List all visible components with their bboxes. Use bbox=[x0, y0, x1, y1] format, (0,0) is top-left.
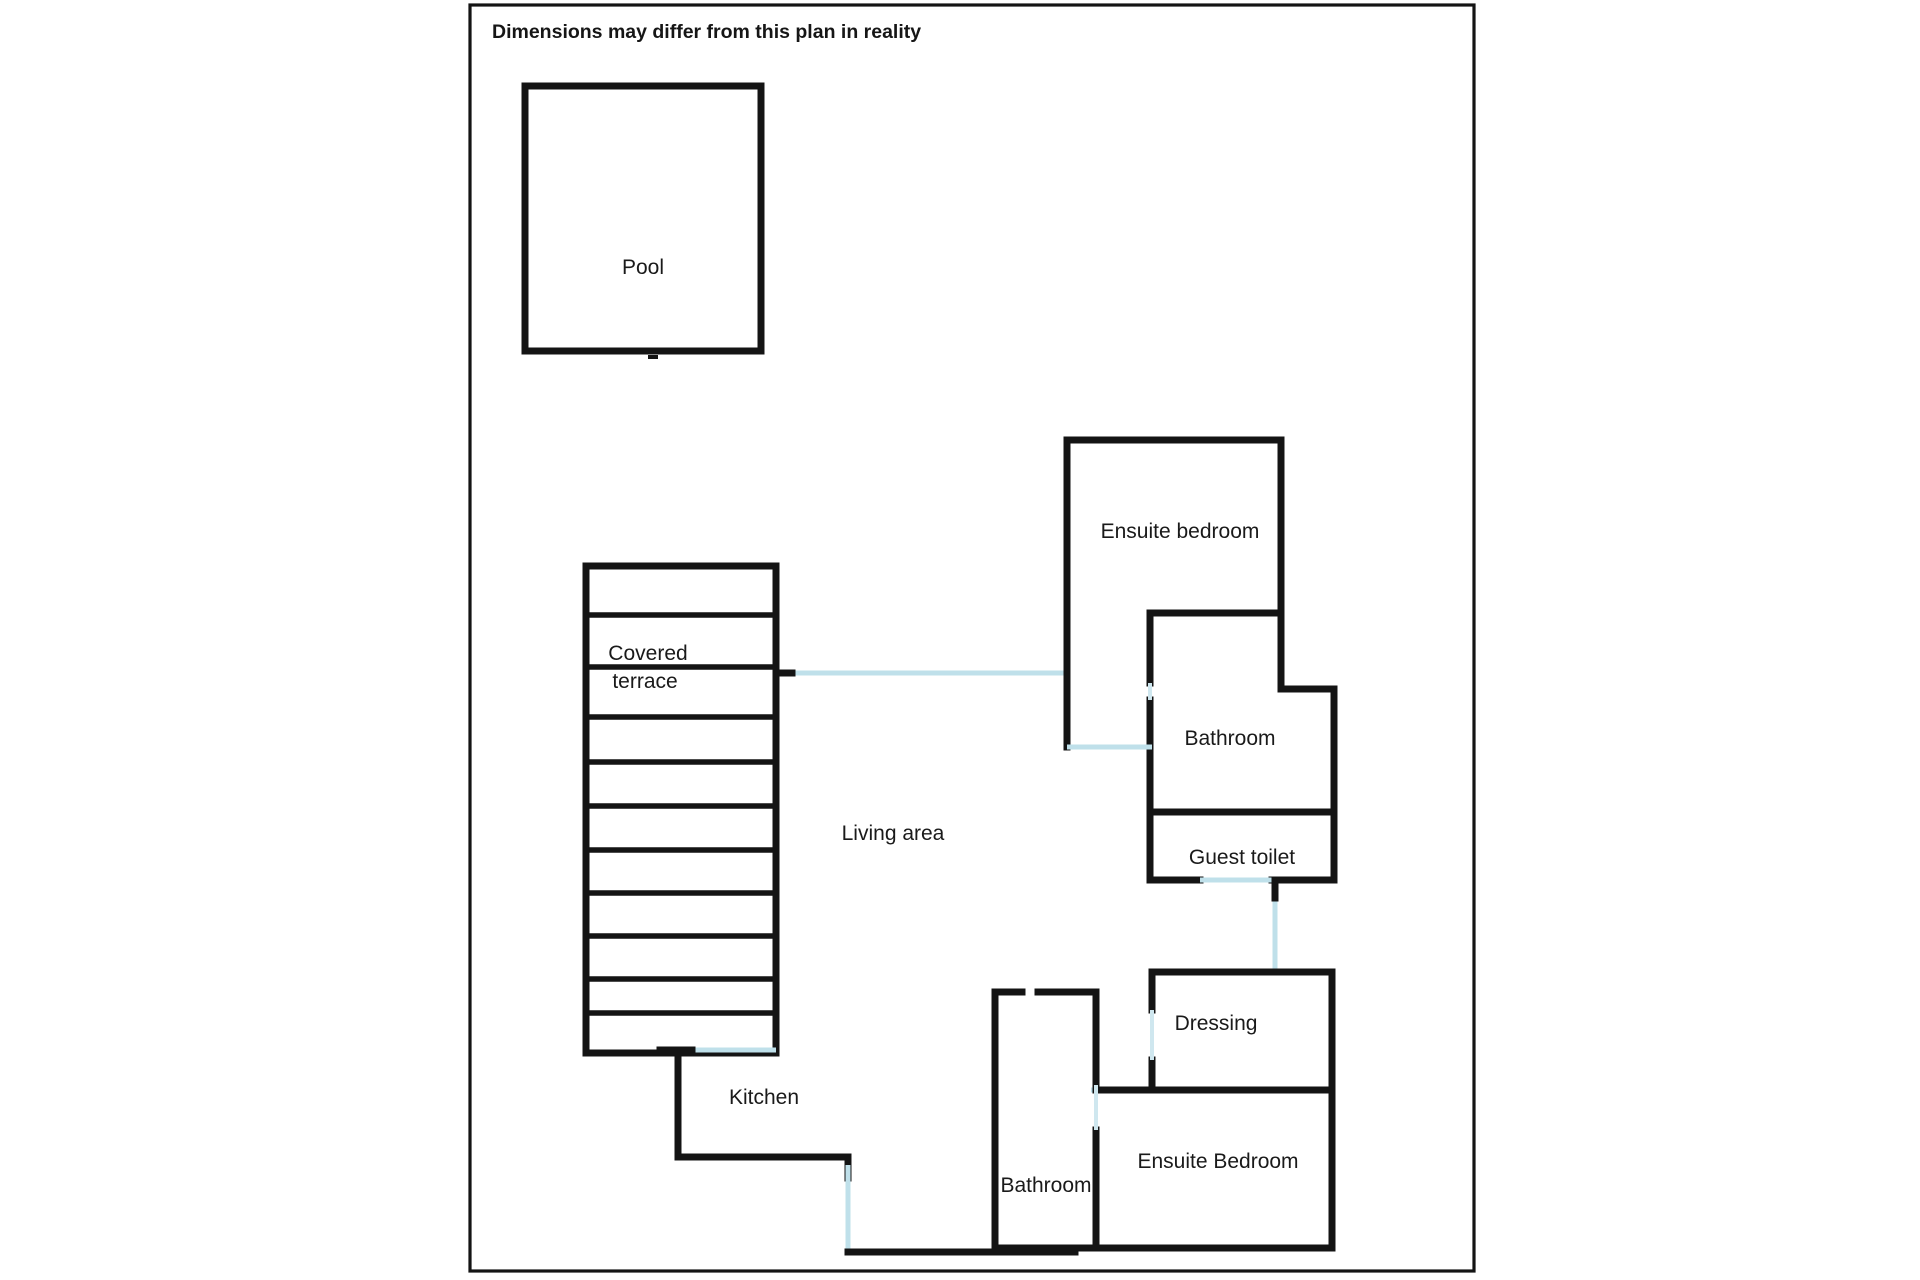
room-label-ensuite-bedroom-top: Ensuite bedroom bbox=[1101, 520, 1260, 543]
room-label-dressing: Dressing bbox=[1175, 1012, 1258, 1035]
room-label-bathroom-bottom: Bathroom bbox=[1000, 1174, 1091, 1197]
room-label-living-area: Living area bbox=[842, 822, 945, 845]
covered-terrace-outline bbox=[582, 562, 780, 1057]
room-label-kitchen: Kitchen bbox=[729, 1086, 799, 1109]
room-label-ensuite-bedroom-bottom: Ensuite Bedroom bbox=[1137, 1150, 1298, 1173]
room-label-guest-toilet: Guest toilet bbox=[1189, 846, 1295, 869]
room-label-covered-terrace-line2: terrace bbox=[612, 670, 677, 693]
room-pool bbox=[521, 82, 765, 355]
room-covered-terrace: Covered terrace bbox=[582, 562, 780, 1057]
room-label-bathroom-top: Bathroom bbox=[1184, 727, 1275, 750]
plan-note: Dimensions may differ from this plan in … bbox=[492, 21, 921, 43]
room-bathroom-bottom: Bathroom bbox=[991, 988, 1100, 1252]
room-label-covered-terrace-line1: Covered bbox=[608, 642, 687, 665]
room-bathroom-top: Bathroom bbox=[1067, 609, 1338, 816]
room-guest-toilet: Guest toilet bbox=[1146, 808, 1338, 884]
room-label-pool: Pool bbox=[622, 256, 664, 279]
room-ensuite-bedroom-top: Ensuite bedroom bbox=[1063, 436, 1285, 751]
